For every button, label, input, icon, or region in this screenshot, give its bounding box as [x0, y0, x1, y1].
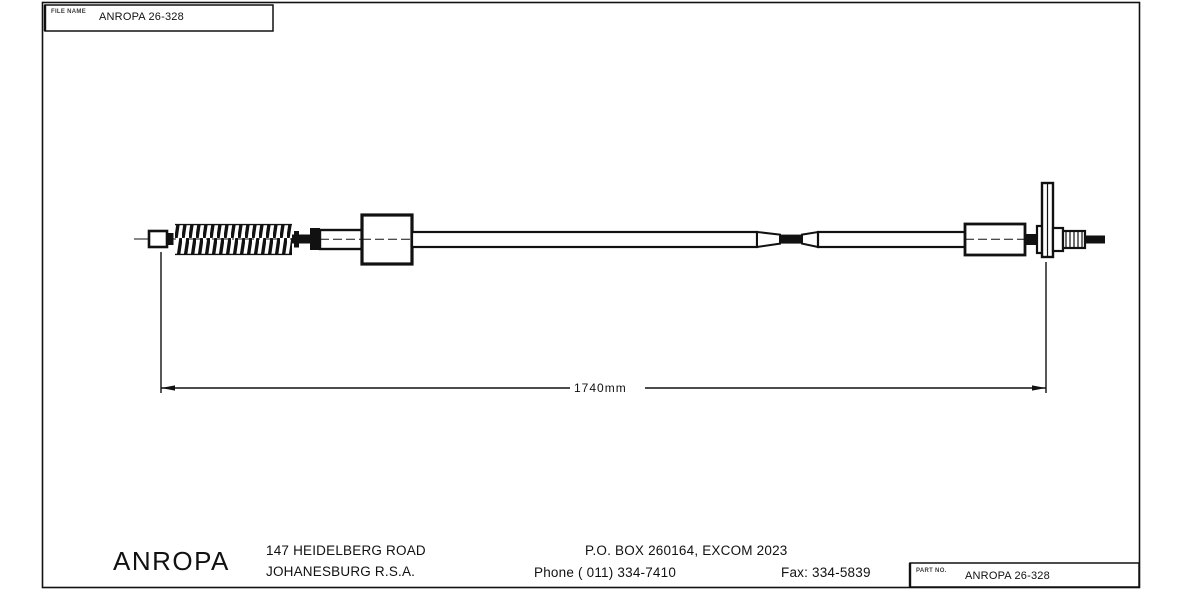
file-name-value: ANROPA 26-328 [99, 11, 184, 23]
left-ferrule [310, 228, 320, 250]
file-name-label: FILE NAME [51, 9, 87, 15]
main-conduit-tube [410, 230, 759, 249]
arrow-head-right [1032, 385, 1046, 391]
mounting-bracket-tab [1035, 181, 1065, 259]
spring-boot [175, 223, 292, 256]
postal-address: P.O. BOX 260164, EXCOM 2023 [585, 543, 788, 558]
cable-assembly-drawing [134, 181, 1105, 266]
conduit-end-cylinder [963, 222, 1027, 257]
address-line-2: JOHANESBURG R.S.A. [266, 564, 416, 579]
file-name-box [43, 4, 274, 32]
left-sleeve [318, 228, 364, 251]
inner-cable-left [292, 231, 310, 248]
address-line-1: 147 HEIDELBERG ROAD [266, 543, 426, 558]
fax-number: Fax: 334-5839 [781, 565, 871, 580]
sheet-border [41, 1, 1141, 589]
inner-cable-mid [1025, 234, 1037, 245]
dimension-1740mm [160, 252, 1047, 393]
conduit-tube-segment-2 [816, 230, 967, 249]
mid-conduit-joint [756, 230, 819, 249]
inner-wire-right [1085, 235, 1105, 244]
dimension-label-length: 1740mm [574, 381, 627, 395]
adjuster-housing-block [360, 213, 414, 266]
left-end-fitting [147, 229, 174, 249]
part-no-box [908, 562, 1140, 588]
company-name: ANROPA [113, 546, 230, 576]
part-no-label: PART NO. [916, 568, 947, 574]
phone-number: Phone ( 011) 334-7410 [534, 565, 677, 580]
part-no-value: ANROPA 26-328 [965, 570, 1050, 582]
threaded-stub [1061, 229, 1087, 250]
arrow-head-left [161, 385, 175, 391]
